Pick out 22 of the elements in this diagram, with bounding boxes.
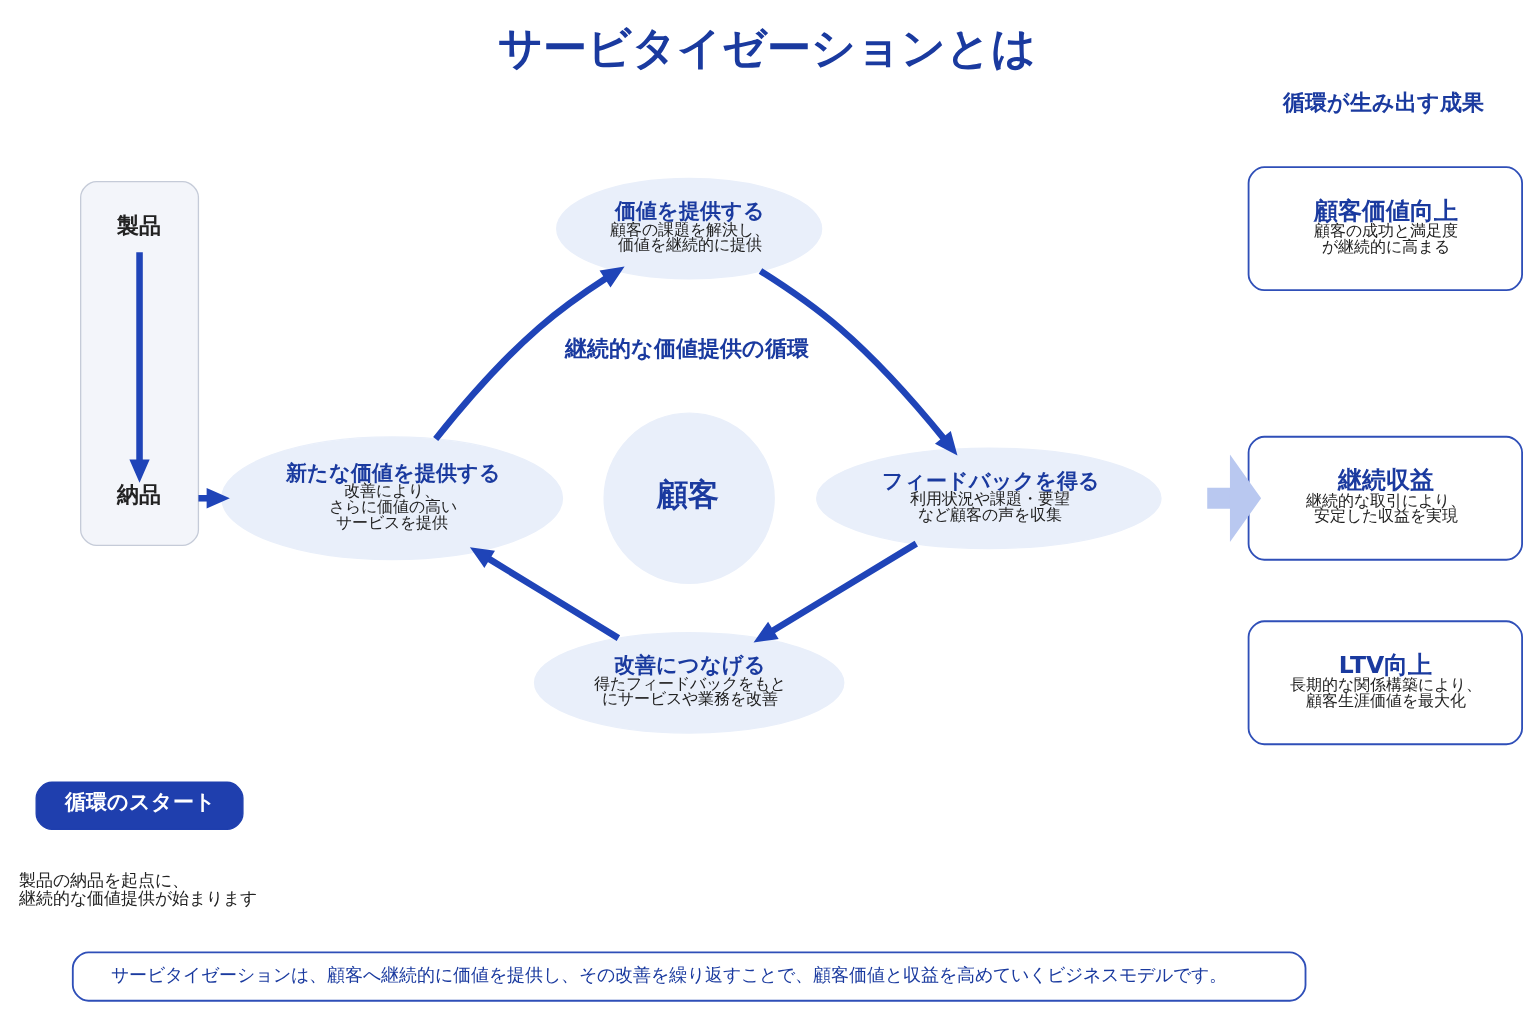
- arrow: [753, 540, 918, 643]
- node-box: LTV向上 長期的な関係構築により、顧客生涯価値を最大化: [1247, 620, 1523, 746]
- node-box: サービタイゼーションは、顧客へ継続的に価値を提供し、その改善を繰り返すことで、顧客価値と収益を高めていくビジネスモデルです。: [71, 951, 1307, 1002]
- label: 循環が生み出す成果: [1283, 88, 1485, 115]
- node-ellipse: 改善につなげる 得たフィードバックをもとにサービスや業務を改善: [533, 631, 845, 734]
- arrow: [469, 547, 621, 641]
- node-box: 顧客価値向上 顧客の成功と満足度が継続的に高まる: [1247, 166, 1523, 292]
- node-box: 継続収益 継続的な取引により、安定した収益を実現: [1247, 435, 1523, 561]
- arrow: [433, 266, 625, 442]
- node-text: 製品: [116, 211, 161, 238]
- arrow: [1207, 454, 1262, 542]
- arrow: [129, 252, 150, 483]
- node-box: 循環のスタート: [35, 781, 244, 830]
- cluster: [80, 180, 200, 547]
- node-ellipse: 価値を提供する 顧客の課題を解決し、価値を継続的に提供: [556, 177, 823, 280]
- node-label: 製品の納品を起点に、継続的な価値提供が始まります: [19, 870, 258, 909]
- node-ellipse: フィードバックを得る 利用状況や課題・要望など顧客の声を収集: [816, 447, 1162, 550]
- diagram-title: サービタイゼーションとは: [497, 21, 1036, 73]
- arrow: [758, 268, 958, 456]
- node-text: 納品: [116, 481, 161, 508]
- node-ellipse: 新たな価値を提供する 改善により、さらに価値の高いサービスを提供: [221, 436, 564, 561]
- label: 継続的な価値提供の循環: [564, 334, 809, 361]
